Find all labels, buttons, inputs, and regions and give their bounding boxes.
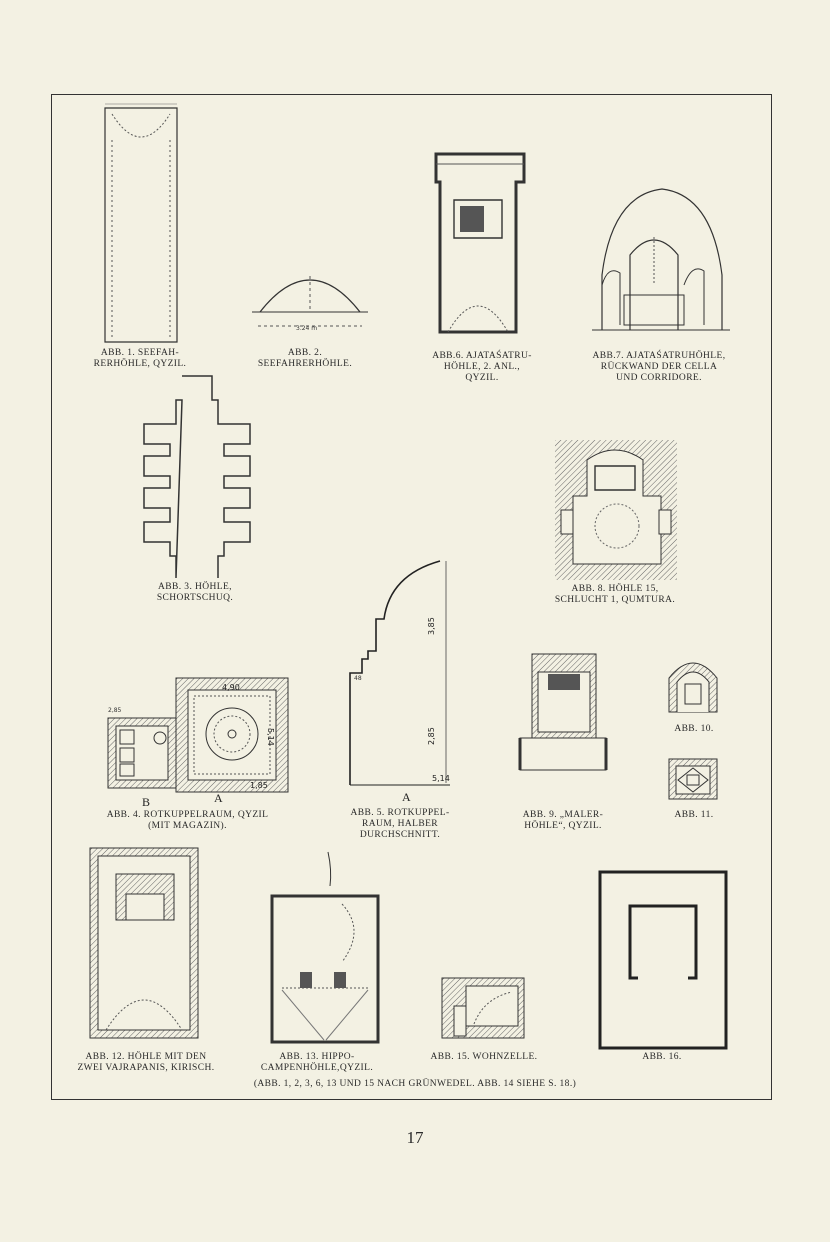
abb1-caption: ABB. 1. SEEFAH- RERHÖHLE, QYZIL. — [93, 348, 187, 369]
footnote: (ABB. 1, 2, 3, 6, 13 UND 15 NACH GRÜNWED… — [253, 1079, 577, 1089]
abb7-drawing — [592, 185, 730, 335]
abb13-caption: ABB. 13. HIPPO- CAMPENHÖHLE,QYZIL. — [260, 1052, 374, 1073]
abb3-drawing — [140, 374, 255, 579]
abb6-drawing — [430, 150, 530, 342]
abb5-base-label: 5,14 — [432, 774, 450, 783]
abb1-drawing — [100, 100, 182, 345]
abb5-drawing: 3,85 2,85 5,14 48 A — [340, 555, 460, 804]
abb10-caption: ABB. 10. — [674, 724, 714, 734]
abb16-caption: ABB. 16. — [642, 1052, 682, 1062]
abb5-upper-label: 3,85 — [427, 617, 436, 635]
abb3-caption: ABB. 3. HÖHLE, SCHORTSCHUQ. — [156, 582, 234, 603]
abb5-section-A: A — [402, 790, 411, 804]
abb4-top-label: 4,90 — [222, 683, 240, 692]
abb13-drawing — [268, 850, 382, 1046]
abb11-drawing — [668, 758, 718, 802]
abb8-caption: ABB. 8. HÖHLE 15, SCHLUCHT 1, QUMTURA. — [554, 584, 676, 605]
abb15-drawing — [440, 976, 526, 1040]
abb9-caption: ABB. 9. „MALER- HÖHLE“, QYZIL. — [522, 810, 604, 831]
abb2-width-label: 3.24 m — [296, 325, 317, 332]
abb4-side-label: 5,14 — [266, 728, 275, 746]
page-number: 17 — [406, 1128, 424, 1147]
abb4-section-A: A — [214, 791, 223, 805]
abb12-drawing — [88, 846, 200, 1042]
abb5-48-label: 48 — [354, 675, 362, 682]
abb7-caption: ABB.7. AJATAŚATRUHÖHLE, RÜCKWAND DER CEL… — [592, 351, 726, 383]
abb8-drawing — [555, 440, 677, 580]
abb2-caption: ABB. 2. SEEFAHRERHÖHLE. — [257, 348, 353, 369]
abb12-caption: ABB. 12. HÖHLE MIT DEN ZWEI VAJRAPANIS, … — [77, 1052, 215, 1073]
abb16-drawing — [598, 870, 728, 1050]
abb10-drawing — [665, 654, 721, 714]
abb4-drawing: 4,90 5,14 1,85 2,85 A B — [100, 676, 292, 809]
abb4-bottom-label: 1,85 — [250, 781, 268, 790]
figure-plate — [51, 94, 772, 1100]
abb6-caption: ABB.6. AJATAŚATRU- HÖHLE, 2. ANL., QYZIL… — [432, 351, 532, 383]
abb9-drawing — [518, 652, 608, 772]
abb4-section-B: B — [142, 795, 150, 809]
abb11-caption: ABB. 11. — [674, 810, 714, 820]
abb5-lower-label: 2,85 — [427, 727, 436, 745]
abb5-caption: ABB. 5. ROTKUPPEL- RAUM, HALBER DURCHSCH… — [350, 808, 450, 840]
abb15-caption: ABB. 15. WOHNZELLE. — [430, 1052, 538, 1062]
abb4-left-label: 2,85 — [108, 707, 122, 714]
abb2-drawing: 3.24 m — [248, 268, 372, 332]
abb4-caption: ABB. 4. ROTKUPPELRAUM, QYZIL (MIT MAGAZI… — [106, 810, 269, 831]
